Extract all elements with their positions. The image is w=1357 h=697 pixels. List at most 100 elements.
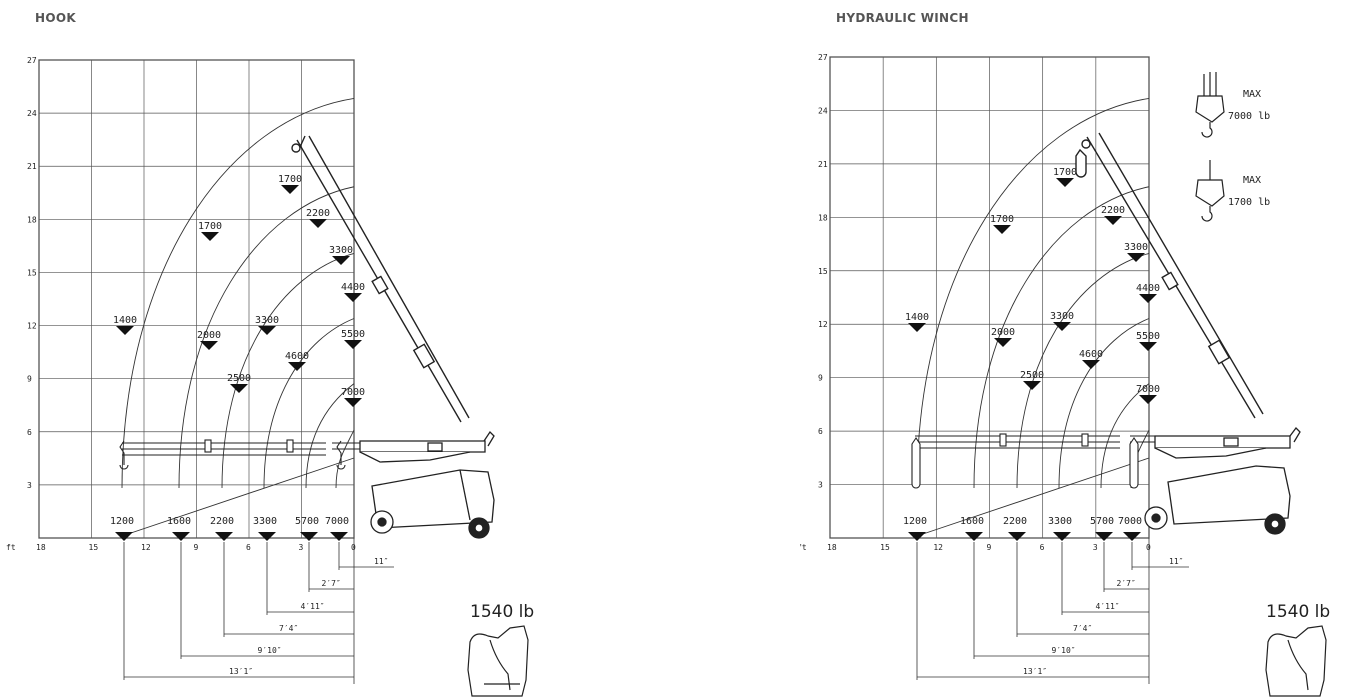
dim-label: 9′10″	[258, 646, 282, 655]
weight-label: 1540 lb	[470, 602, 534, 622]
load-label: 3300	[1050, 311, 1074, 322]
load-label: 4600	[285, 351, 309, 362]
legend-value-2: 1700 lb	[1228, 197, 1270, 208]
y-tick: 18	[818, 213, 828, 222]
bottom-marker	[330, 532, 348, 541]
load-chart-hook: 1700170022003300140020003300440046005500…	[6, 56, 534, 697]
reach-arc	[916, 97, 1150, 489]
unit-label: ft	[6, 543, 16, 552]
y-tick: 6	[27, 428, 32, 437]
panel-title-hook: HOOK	[35, 11, 76, 25]
load-marker	[908, 323, 926, 332]
bottom-marker	[300, 532, 318, 541]
load-label: 5500	[1136, 331, 1160, 342]
load-marker	[1104, 216, 1122, 225]
hook-icon-single	[1195, 160, 1225, 222]
bottom-load-label: 1200	[903, 516, 927, 527]
dim-label: 4′11″	[301, 602, 325, 611]
y-tick: 12	[818, 320, 828, 329]
reach-arc	[973, 186, 1150, 489]
crane-body	[1144, 427, 1301, 535]
load-marker	[258, 326, 276, 335]
jib-lines	[911, 433, 1155, 489]
reach-arc	[1016, 252, 1150, 489]
chart-grid	[829, 56, 1150, 539]
load-marker	[1139, 342, 1157, 351]
chart-grid	[38, 59, 355, 539]
x-tick: 15	[880, 543, 890, 552]
y-tick: 21	[27, 162, 37, 171]
jib-lines	[119, 439, 360, 470]
y-tick: 18	[27, 215, 37, 224]
bottom-marker	[172, 532, 190, 541]
reach-arc	[178, 186, 355, 489]
y-tick: 27	[818, 53, 828, 62]
load-labels: 1700170022003300140020003300440046005500…	[905, 167, 1160, 395]
load-marker	[1139, 395, 1157, 404]
y-tick: 15	[27, 268, 37, 277]
dimension-lines: 11″2′7″4′11″7′4″9′10″13′1″	[123, 538, 394, 684]
load-label: 4600	[1079, 349, 1103, 360]
legend-value-1: 7000 lb	[1228, 111, 1270, 122]
dim-label: 4′11″	[1096, 602, 1120, 611]
load-marker	[1023, 381, 1041, 390]
y-tick: 9	[818, 374, 823, 383]
load-marker	[1053, 322, 1071, 331]
y-tick: 6	[818, 427, 823, 436]
x-tick: 12	[933, 543, 943, 552]
y-tick: 21	[818, 160, 828, 169]
load-label: 1700	[278, 174, 302, 185]
dim-label: 2′7″	[322, 579, 341, 588]
load-label: 4400	[1136, 283, 1160, 294]
load-label: 2000	[197, 330, 221, 341]
dim-label: 2′7″	[1117, 579, 1136, 588]
x-tick: 9	[987, 543, 992, 552]
load-marker	[344, 340, 362, 349]
load-marker	[230, 384, 248, 393]
bottom-marker	[1123, 532, 1141, 541]
load-marker	[1139, 294, 1157, 303]
crane-boom	[1075, 132, 1264, 419]
y-tick: 15	[818, 267, 828, 276]
x-tick: 12	[141, 543, 151, 552]
load-label: 1400	[905, 312, 929, 323]
reach-arc	[1100, 383, 1150, 489]
y-tick: 27	[27, 56, 37, 65]
load-marker	[344, 398, 362, 407]
x-tick: 15	[89, 543, 99, 552]
weight-label: 1540 lb	[1266, 602, 1330, 622]
dimension-lines: 11″2′7″4′11″7′4″9′10″13′1″	[916, 538, 1189, 684]
bottom-marker	[258, 532, 276, 541]
dim-label: 9′10″	[1052, 646, 1076, 655]
load-marker	[332, 256, 350, 265]
load-label: 4400	[341, 282, 365, 293]
bottom-load-label: 3300	[1048, 516, 1072, 527]
reach-arc	[1058, 318, 1150, 489]
load-label: 2200	[1101, 205, 1125, 216]
load-marker	[994, 338, 1012, 347]
x-tick: 3	[299, 543, 304, 552]
load-label: 3300	[329, 245, 353, 256]
bottom-load-label: 1600	[167, 516, 191, 527]
x-tick: 0	[1146, 543, 1151, 552]
load-label: 7000	[341, 387, 365, 398]
bottom-load-label: 3300	[253, 516, 277, 527]
base-line	[916, 457, 1150, 537]
load-marker	[288, 362, 306, 371]
reach-arc	[221, 252, 355, 489]
load-labels: 1700170022003300140020003300440046005500…	[113, 174, 365, 398]
load-marker	[1056, 178, 1074, 187]
y-tick: 3	[27, 481, 32, 490]
dim-label: 11″	[1169, 557, 1183, 566]
bottom-marker	[965, 532, 983, 541]
base-line	[121, 457, 355, 537]
bottom-load-label: 5700	[295, 516, 319, 527]
load-markers	[116, 185, 362, 407]
y-tick: 24	[818, 106, 828, 115]
y-tick: 3	[818, 481, 823, 490]
legend-max-2: MAX	[1243, 175, 1261, 186]
load-label: 2200	[306, 208, 330, 219]
load-marker	[993, 225, 1011, 234]
